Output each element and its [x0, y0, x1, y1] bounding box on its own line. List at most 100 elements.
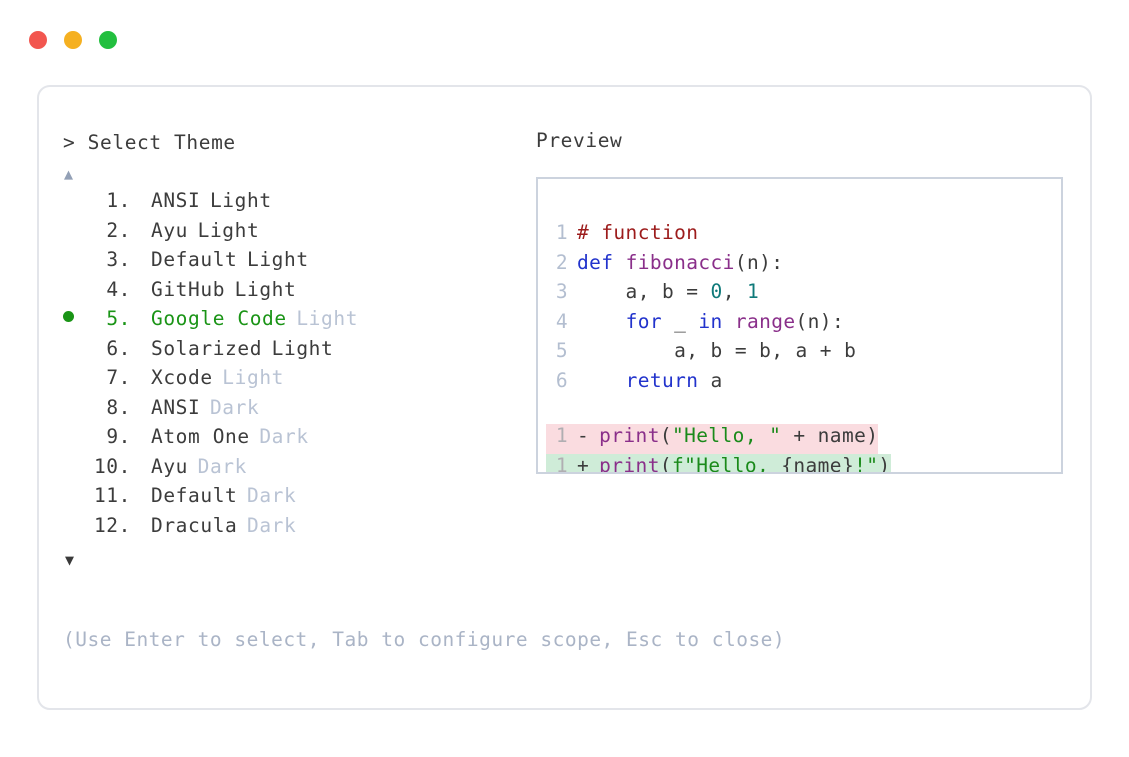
- line-number: 4: [555, 309, 568, 333]
- code-token: a, b = b, a + b: [577, 339, 857, 362]
- theme-item-number: 1.: [106, 189, 131, 212]
- window-titlebar: [0, 0, 1129, 70]
- code-token: fibonacci: [625, 250, 735, 274]
- window-controls: [29, 31, 117, 49]
- theme-list-item[interactable]: 12. Dracula Dark: [63, 514, 533, 544]
- theme-item-variant: Dark: [246, 484, 297, 507]
- theme-list-item[interactable]: 11. Default Dark: [63, 484, 533, 514]
- theme-item-number: 4.: [106, 277, 131, 301]
- theme-item-number: 5.: [106, 307, 131, 330]
- line-number: 1: [555, 424, 568, 447]
- minimize-icon[interactable]: [64, 31, 82, 49]
- line-number: 6: [555, 368, 568, 392]
- line-number: 1: [555, 453, 568, 474]
- theme-item-name: Dracula: [151, 513, 238, 537]
- theme-item-name: Google Code: [151, 307, 287, 330]
- code-token: [577, 310, 626, 333]
- code-token: def: [577, 250, 626, 274]
- code-token: in: [698, 309, 723, 333]
- theme-item-variant: Dark: [197, 454, 247, 478]
- code-line-text: # function: [577, 221, 698, 244]
- theme-item-spacer: [131, 455, 151, 478]
- diff-line-text: - print("Hello, " + name): [577, 424, 878, 447]
- theme-list-item[interactable]: 10. Ayu Dark: [63, 455, 533, 485]
- theme-item-spacer: [131, 337, 151, 360]
- theme-item-number: 10.: [93, 454, 131, 478]
- diff-sign: -: [577, 424, 590, 447]
- line-number: 3: [555, 280, 568, 303]
- line-number: 5: [555, 339, 568, 362]
- diff-line-removed: 1 - print("Hello, " + name): [546, 424, 879, 454]
- theme-item-name: Atom One: [151, 425, 250, 448]
- line-number: 2: [555, 250, 568, 274]
- scroll-up-icon[interactable]: ▲: [64, 165, 74, 183]
- preview-label: Preview: [536, 129, 623, 152]
- keyboard-hint: (Use Enter to select, Tab to configure s…: [63, 628, 786, 651]
- code-token: (: [659, 424, 672, 447]
- code-token: ,: [722, 280, 747, 303]
- theme-item-variant: Dark: [209, 395, 260, 419]
- code-token: return: [625, 368, 699, 392]
- theme-item-number: 3.: [106, 248, 131, 271]
- theme-item-name: Ayu: [151, 454, 189, 478]
- code-token: f"Hello,: [671, 453, 782, 474]
- theme-list-item[interactable]: 3. Default Light: [63, 248, 533, 278]
- theme-item-spacer: [131, 484, 151, 507]
- code-token: "Hello, ": [671, 424, 782, 447]
- code-token: range: [734, 309, 796, 333]
- theme-item-name: Ayu: [151, 218, 189, 242]
- scroll-down-icon[interactable]: ▼: [65, 551, 75, 569]
- theme-item-name: ANSI: [151, 395, 201, 419]
- code-token: 1: [746, 280, 760, 303]
- theme-item-number: 2.: [106, 218, 131, 242]
- theme-item-name: Default: [151, 248, 238, 271]
- theme-item-spacer: [131, 189, 151, 212]
- theme-item-number: 6.: [106, 336, 131, 360]
- code-token: 0: [710, 280, 723, 303]
- page-title: > Select Theme: [63, 131, 236, 154]
- code-token: _: [661, 309, 699, 333]
- code-line: 3 a, b = 0, 1: [546, 280, 891, 310]
- code-token: a: [698, 368, 723, 392]
- code-token: (n):: [734, 250, 784, 274]
- theme-list-item[interactable]: 1. ANSI Light: [63, 189, 533, 219]
- theme-item-spacer: [131, 219, 151, 242]
- theme-item-name: Default: [151, 484, 238, 507]
- theme-item-name: GitHub: [151, 277, 226, 301]
- code-line-text: for _ in range(n):: [577, 310, 844, 333]
- theme-item-number: 7.: [106, 366, 131, 389]
- theme-item-name: Solarized: [151, 336, 263, 360]
- code-line-text: a, b = 0, 1: [577, 280, 759, 303]
- theme-item-number: 12.: [93, 513, 131, 537]
- theme-item-variant: Light: [246, 248, 309, 271]
- theme-item-name: ANSI: [151, 189, 201, 212]
- code-token: for: [625, 309, 662, 333]
- theme-item-number: 11.: [93, 484, 131, 507]
- close-icon[interactable]: [29, 31, 47, 49]
- theme-item-variant: Light: [209, 189, 272, 212]
- code-token: a, b =: [577, 280, 711, 303]
- theme-item-spacer: [131, 278, 151, 301]
- theme-item-number: 9.: [106, 425, 131, 448]
- code-token: (n):: [795, 309, 845, 333]
- code-line: 4 for _ in range(n):: [546, 310, 891, 340]
- maximize-icon[interactable]: [99, 31, 117, 49]
- line-number: 1: [555, 221, 568, 244]
- theme-item-spacer: [131, 366, 151, 389]
- code-line-text: return a: [577, 369, 723, 392]
- code-line-text: def fibonacci(n):: [577, 251, 783, 274]
- theme-item-variant: Dark: [246, 513, 297, 537]
- code-line-text: a, b = b, a + b: [577, 339, 856, 362]
